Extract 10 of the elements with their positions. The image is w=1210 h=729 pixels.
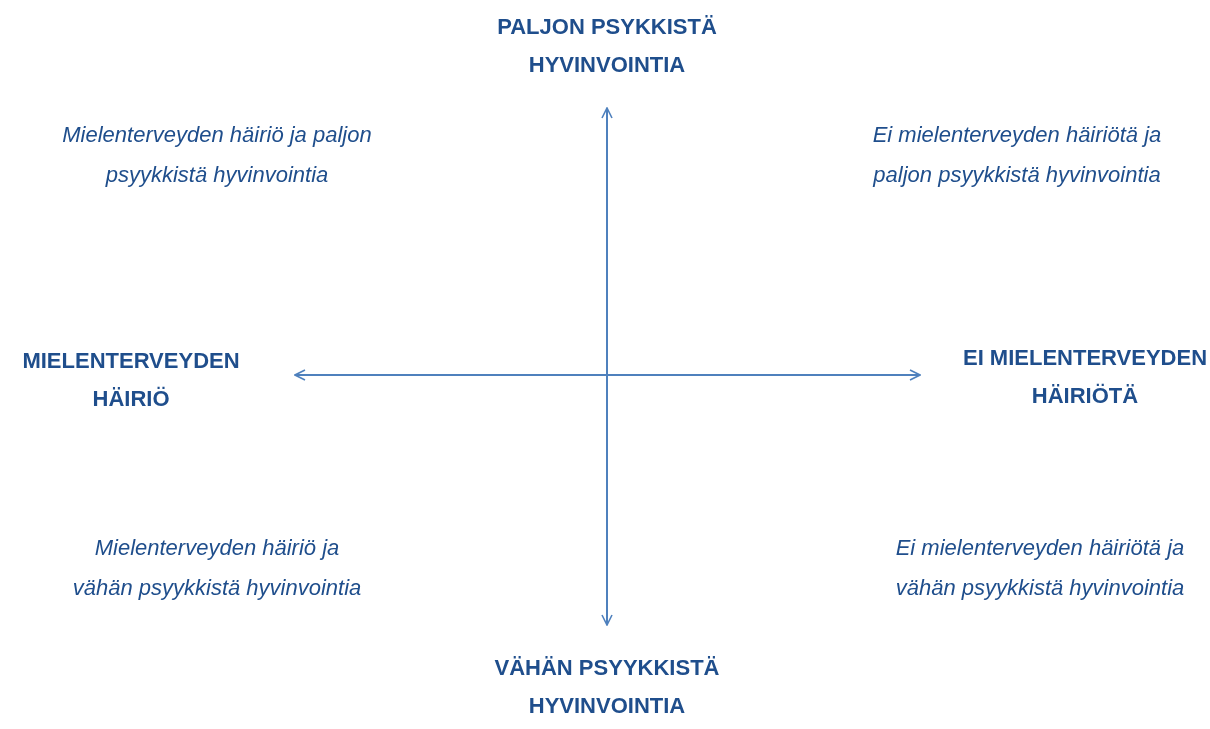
axis-label: PALJON PSYKKISTÄ HYVINVOINTIA bbox=[496, 13, 718, 79]
double-arrow bbox=[601, 107, 613, 626]
quadrant-label: Ei mielenterveyden häiriötä ja vähän psyykkistä hyvinvointia bbox=[894, 534, 1186, 602]
axis-label: VÄHÄN PSYYKKISTÄ HYVINVOINTIA bbox=[493, 654, 721, 720]
quadrant-label: Ei mielenterveyden häiriötä ja paljon psyykkistä hyvinvointia bbox=[871, 121, 1163, 189]
quadrant-label: Mielenterveyden häiriö ja vähän psyykkistä hyvinvointia bbox=[71, 534, 363, 602]
axis-label: MIELENTERVEYDEN HÄIRIÖ bbox=[21, 347, 241, 413]
double-arrow bbox=[294, 369, 921, 381]
axis-label: EI MIELENTERVEYDEN HÄIRIÖTÄ bbox=[961, 344, 1209, 410]
quadrant-label: Mielenterveyden häiriö ja paljon psyykkistä hyvinvointia bbox=[61, 121, 373, 189]
